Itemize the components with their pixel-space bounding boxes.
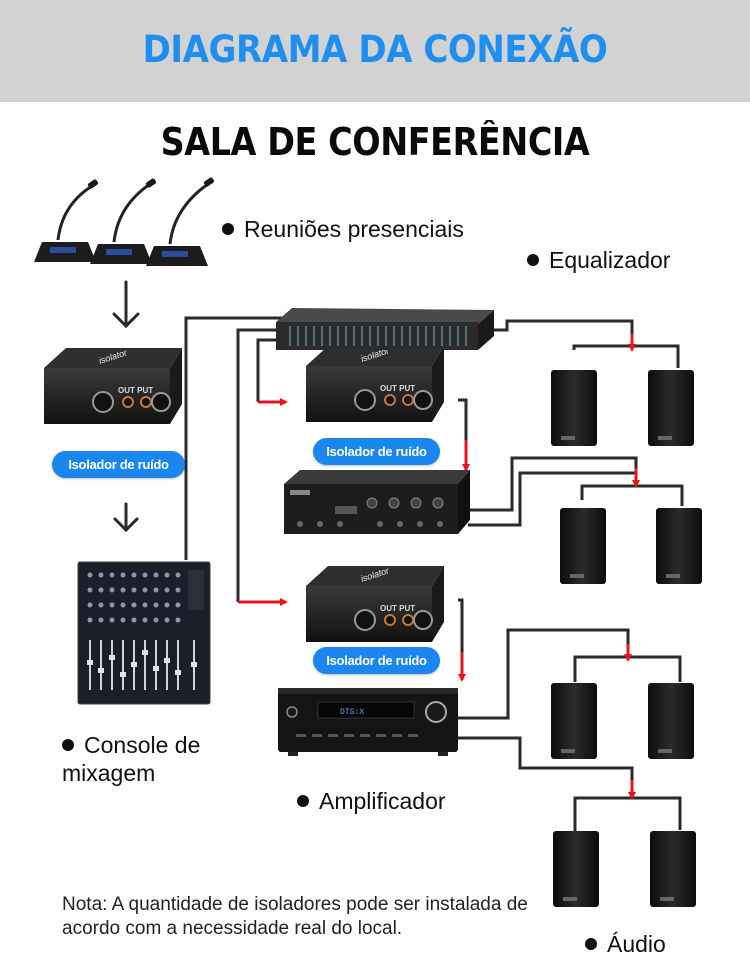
wire-eq-iso1 xyxy=(256,338,282,402)
wire-iso1-amp xyxy=(458,398,468,450)
speaker xyxy=(560,508,606,584)
isolator-device-left: OUT PUT isolator xyxy=(44,347,182,424)
bullet-dot xyxy=(62,738,74,751)
label-text-line2: mixagem xyxy=(62,759,156,786)
label-text: Equalizador xyxy=(549,247,671,273)
wire-iso2-rec xyxy=(458,598,464,662)
wire-spk1-split xyxy=(572,344,680,368)
label-text: Áudio xyxy=(607,931,666,957)
wire-rec-spk4 xyxy=(458,736,634,782)
black-arrows xyxy=(112,280,140,533)
equalizer-device xyxy=(276,308,494,350)
wire-rec-spk3 xyxy=(458,628,630,720)
bullet-dot xyxy=(527,253,539,266)
wire-spk4-split xyxy=(573,796,682,832)
label-meetings: Reuniões presenciais xyxy=(222,216,464,244)
label-amplifier: Amplificador xyxy=(297,788,446,816)
av-receiver-device: DTS:X xyxy=(278,688,458,756)
installation-note: Nota: A quantidade de isoladores pode se… xyxy=(62,894,528,940)
bullet-dot xyxy=(297,794,309,807)
isolator-label-2: Isolador de ruído xyxy=(313,647,440,674)
mixing-console-device xyxy=(77,561,211,705)
isolator-label-1: Isolador de ruído xyxy=(313,438,440,465)
label-text: Reuniões presenciais xyxy=(244,216,464,242)
bullet-dot xyxy=(222,222,234,235)
speaker xyxy=(656,508,702,584)
power-amplifier-device xyxy=(284,470,470,534)
conference-microphones xyxy=(34,177,215,266)
speaker xyxy=(551,370,597,446)
label-text: Amplificador xyxy=(319,788,446,814)
speaker xyxy=(648,370,694,446)
wire-eq-split xyxy=(236,328,282,602)
wire-amp-spk2 xyxy=(468,456,638,512)
isolator-panel-label: OUT PUT xyxy=(380,384,415,393)
page-title: DIAGRAMA DA CONEXÃO xyxy=(142,28,608,71)
microphone-3 xyxy=(146,177,215,266)
label-audio: Áudio xyxy=(585,931,666,959)
label-text: Console de xyxy=(84,732,201,758)
isolator-panel-label: OUT PUT xyxy=(118,386,153,395)
red-arrows xyxy=(238,334,640,800)
wire-console-eq xyxy=(184,316,282,560)
label-equalizer: Equalizador xyxy=(527,247,670,275)
header-band xyxy=(0,0,750,102)
speaker xyxy=(648,683,694,759)
bullet-dot xyxy=(585,937,597,950)
isolator-label-left: Isolador de ruído xyxy=(52,451,185,478)
wire-amp-ret xyxy=(468,471,636,527)
receiver-display: DTS:X xyxy=(340,708,364,717)
microphone-1 xyxy=(34,179,99,262)
speaker xyxy=(650,831,696,907)
page-subtitle: SALA DE CONFERÊNCIA xyxy=(160,120,590,164)
microphone-2 xyxy=(90,178,157,264)
speaker xyxy=(551,683,597,759)
isolator-device-2: OUT PUT isolator xyxy=(306,565,444,642)
wire-spk2-split xyxy=(580,484,684,506)
speaker xyxy=(553,831,599,907)
label-console: Console de mixagem xyxy=(62,732,200,787)
wire-eq-spk1 xyxy=(494,319,634,336)
wire-spk3-split xyxy=(573,655,682,682)
isolator-device-1: OUT PUT isolator xyxy=(306,345,444,422)
speakers xyxy=(551,370,702,907)
isolator-panel-label: OUT PUT xyxy=(380,604,415,613)
